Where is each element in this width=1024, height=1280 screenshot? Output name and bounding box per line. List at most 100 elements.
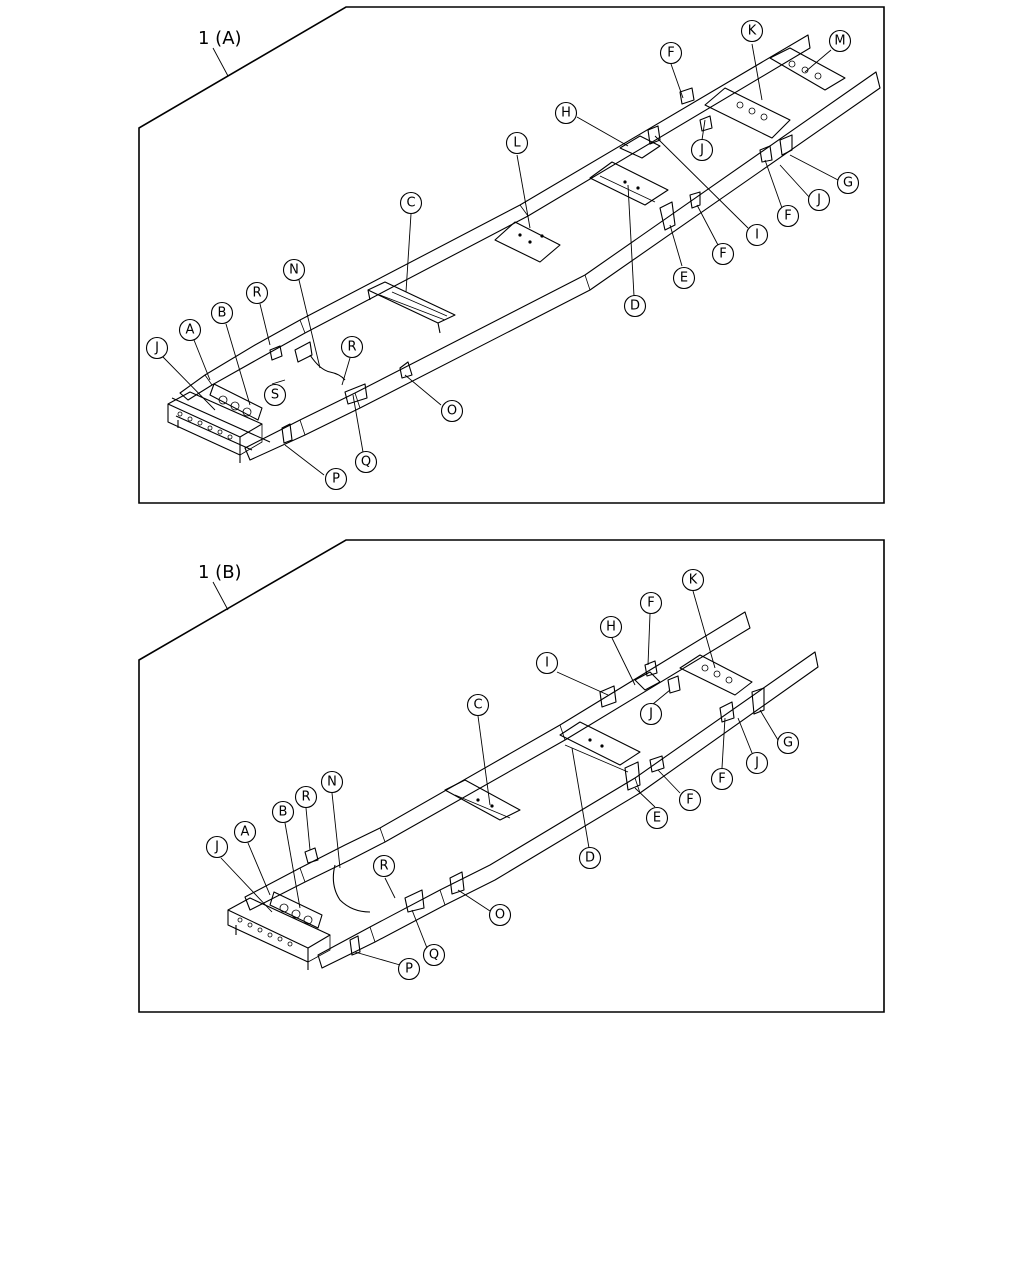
svg-text:Q: Q (429, 948, 439, 963)
panel-1b-title: 1 (B) (198, 562, 242, 583)
callout-s: S (263, 383, 287, 407)
svg-text:O: O (495, 908, 505, 923)
svg-text:M: M (834, 34, 845, 49)
callout-a: A (233, 820, 257, 844)
callout-b: B (271, 800, 295, 824)
callout-r: R (245, 281, 269, 305)
svg-text:J: J (699, 143, 704, 158)
panel-1a: 1 (A) (138, 6, 885, 504)
svg-text:P: P (332, 472, 340, 487)
svg-text:J: J (754, 756, 759, 771)
callout-r: R (372, 854, 396, 878)
svg-text:L: L (513, 136, 521, 151)
callout-k: K (681, 568, 705, 592)
panel-1b: 1 (B) (138, 539, 885, 1013)
callout-a: A (178, 318, 202, 342)
svg-text:G: G (843, 176, 853, 191)
callout-e: E (645, 806, 669, 830)
svg-text:F: F (686, 793, 693, 808)
callout-f: F (711, 242, 735, 266)
svg-text:O: O (447, 404, 457, 419)
callout-g: G (776, 731, 800, 755)
svg-text:E: E (680, 271, 688, 286)
svg-text:F: F (718, 772, 725, 787)
callout-b: B (210, 301, 234, 325)
svg-text:P: P (405, 962, 413, 977)
svg-text:F: F (784, 209, 791, 224)
callouts-a: F K M H L J G J F I F E D C N R B A J R … (145, 19, 860, 491)
callout-q: Q (422, 943, 446, 967)
svg-text:J: J (648, 707, 653, 722)
callout-i: I (745, 223, 769, 247)
svg-text:J: J (214, 840, 219, 855)
svg-text:A: A (186, 323, 195, 338)
svg-text:H: H (606, 620, 616, 635)
svg-text:F: F (719, 247, 726, 262)
callout-q: Q (354, 450, 378, 474)
callout-p: P (324, 467, 348, 491)
callout-j: J (807, 188, 831, 212)
callout-m: M (828, 29, 852, 53)
svg-text:H: H (561, 106, 571, 121)
callout-n: N (320, 770, 344, 794)
callout-f: F (678, 788, 702, 812)
svg-text:A: A (241, 825, 250, 840)
callout-o: O (488, 903, 512, 927)
svg-text:I: I (545, 656, 549, 671)
svg-text:S: S (271, 388, 279, 403)
callout-j: J (690, 138, 714, 162)
svg-text:K: K (689, 573, 698, 588)
callout-k: K (740, 19, 764, 43)
svg-text:D: D (585, 851, 595, 866)
callout-r: R (340, 335, 364, 359)
callout-i: I (535, 651, 559, 675)
callout-j: J (145, 336, 169, 360)
svg-text:R: R (379, 859, 388, 874)
callout-e: E (672, 266, 696, 290)
chassis-frame-a (167, 34, 881, 463)
svg-text:N: N (327, 775, 337, 790)
svg-text:B: B (279, 805, 288, 820)
callout-d: D (578, 846, 602, 870)
panel-1a-frame (138, 6, 885, 504)
svg-text:J: J (154, 341, 159, 356)
svg-text:R: R (301, 790, 310, 805)
svg-text:G: G (783, 736, 793, 751)
chassis-frame-b (227, 611, 819, 970)
callouts-b: K F H I J G J F F E C D N R B A J R O Q … (205, 568, 800, 981)
svg-text:K: K (748, 24, 757, 39)
callout-j: J (205, 835, 229, 859)
svg-text:D: D (630, 299, 640, 314)
svg-text:B: B (218, 306, 227, 321)
svg-text:Q: Q (361, 455, 371, 470)
panel-1b-frame (138, 539, 885, 1013)
callout-l: L (505, 131, 529, 155)
svg-text:R: R (252, 286, 261, 301)
callout-f: F (659, 41, 683, 65)
svg-text:C: C (406, 196, 415, 211)
callout-c: C (399, 191, 423, 215)
callout-h: H (554, 101, 578, 125)
callout-p: P (397, 957, 421, 981)
callout-f: F (710, 767, 734, 791)
callout-j: J (639, 702, 663, 726)
callout-f: F (639, 591, 663, 615)
callout-r: R (294, 785, 318, 809)
callout-j: J (745, 751, 769, 775)
leaders-b (220, 590, 779, 966)
callout-h: H (599, 615, 623, 639)
callout-n: N (282, 258, 306, 282)
svg-text:F: F (647, 596, 654, 611)
svg-text:E: E (653, 811, 661, 826)
callout-d: D (623, 294, 647, 318)
svg-text:I: I (755, 228, 759, 243)
svg-text:R: R (347, 340, 356, 355)
panel-1a-title: 1 (A) (198, 28, 242, 49)
callout-g: G (836, 171, 860, 195)
callout-c: C (466, 693, 490, 717)
svg-text:C: C (473, 698, 482, 713)
svg-text:J: J (816, 193, 821, 208)
callout-f: F (776, 204, 800, 228)
svg-text:F: F (667, 46, 674, 61)
